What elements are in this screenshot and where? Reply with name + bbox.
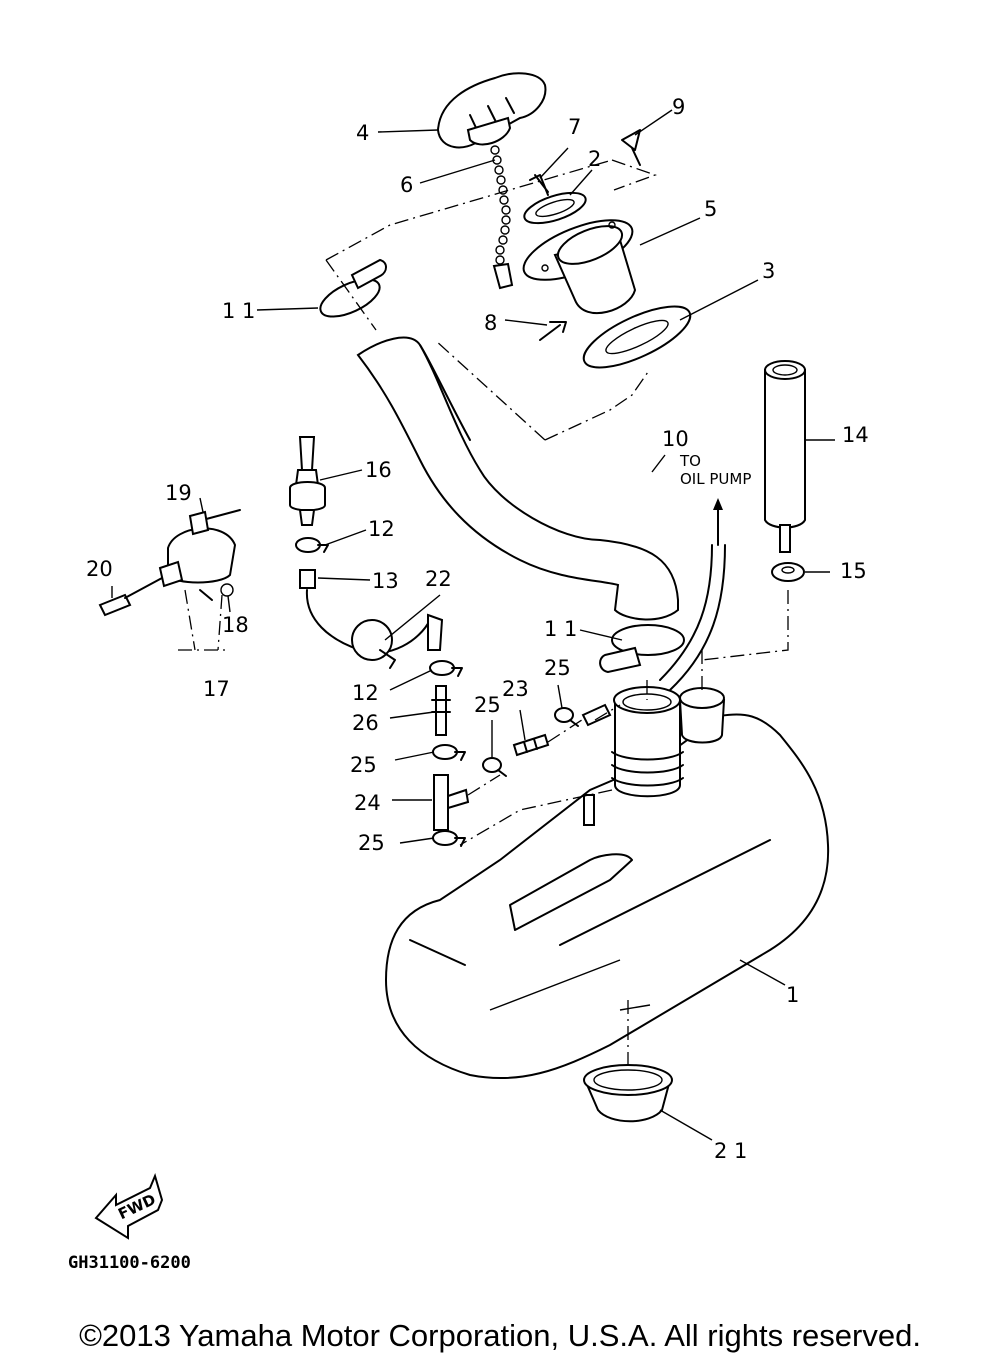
callout-25-left-top: 25 <box>350 753 377 777</box>
fwd-arrow-icon: FWD <box>94 1173 164 1240</box>
callout-25-left-bottom: 25 <box>358 831 385 855</box>
callout-12-lower: 12 <box>352 681 379 705</box>
callout-23: 23 <box>502 677 529 701</box>
filler-hose <box>356 336 679 621</box>
callout-2: 2 <box>588 147 601 171</box>
screw-7 <box>529 174 549 196</box>
tank-boss <box>678 687 726 744</box>
tank-filler-neck <box>611 686 684 798</box>
oil-tank <box>384 713 830 1080</box>
callout-15: 15 <box>840 559 867 583</box>
callout-13: 13 <box>372 569 399 593</box>
callout-8: 8 <box>484 311 497 335</box>
clip-12-upper <box>295 537 329 553</box>
callout-18: 18 <box>222 613 249 637</box>
callout-11-lower: 1 1 <box>544 617 577 641</box>
filler-cap <box>436 72 547 149</box>
drain-cup-21 <box>583 1064 673 1123</box>
callout-21: 2 1 <box>714 1139 747 1163</box>
fitting-26 <box>431 685 451 736</box>
leader-lines <box>111 109 835 1141</box>
center-lines <box>178 159 789 1070</box>
bracket-assembly <box>98 509 241 617</box>
fitting-23 <box>512 733 550 757</box>
clip-25-a <box>432 744 466 761</box>
clip-25-d <box>432 830 466 847</box>
clip-12-lower <box>429 660 463 677</box>
callout-11-upper: 1 1 <box>222 299 255 323</box>
dipstick-14 <box>764 360 806 553</box>
gasket-2 <box>523 191 587 225</box>
callout-labels: 4 6 7 2 9 5 3 8 1 1 10 TO OIL PUMP 14 15… <box>86 95 869 1163</box>
clamp-11-upper <box>319 258 387 318</box>
clamp-22 <box>351 619 396 669</box>
diagram-code: GH31100-6200 <box>68 1253 191 1273</box>
t-joint-24 <box>433 774 470 831</box>
callout-19: 19 <box>165 481 192 505</box>
callout-12-upper: 12 <box>368 517 395 541</box>
callout-1: 1 <box>786 983 799 1007</box>
filler-flange-5 <box>522 219 637 315</box>
callout-26: 26 <box>352 711 379 735</box>
callout-14: 14 <box>842 423 869 447</box>
callout-6: 6 <box>400 173 413 197</box>
exploded-parts-diagram: 4 6 7 2 9 5 3 8 1 1 10 TO OIL PUMP 14 15… <box>68 72 869 1273</box>
fuel-filter-16 <box>289 436 326 526</box>
callout-3: 3 <box>762 259 775 283</box>
callout-9: 9 <box>672 95 685 119</box>
callout-7: 7 <box>568 115 581 139</box>
callout-22: 22 <box>425 567 452 591</box>
copyright-notice: ©2013 Yamaha Motor Corporation, U.S.A. A… <box>79 1318 921 1353</box>
vent-pipe <box>581 703 612 826</box>
callout-10: 10 <box>662 427 689 451</box>
note-to: TO <box>679 452 701 470</box>
cap-chain <box>490 145 514 290</box>
grommet-15 <box>771 562 805 582</box>
callout-25-right: 25 <box>544 656 571 680</box>
clip-25-b <box>482 757 507 777</box>
callout-24: 24 <box>354 791 381 815</box>
oil-pump-line <box>659 498 726 691</box>
bolt-8 <box>539 321 567 341</box>
clamp-11-lower <box>599 624 685 674</box>
callout-16: 16 <box>365 458 392 482</box>
gasket-3 <box>582 305 692 369</box>
callout-5: 5 <box>704 197 717 221</box>
clip-25-c <box>554 707 579 727</box>
callout-17: 17 <box>203 677 230 701</box>
callout-20: 20 <box>86 557 113 581</box>
screw-9 <box>621 129 641 166</box>
callout-4: 4 <box>356 121 369 145</box>
callout-25-middle: 25 <box>474 693 501 717</box>
note-oil-pump: OIL PUMP <box>680 470 751 488</box>
